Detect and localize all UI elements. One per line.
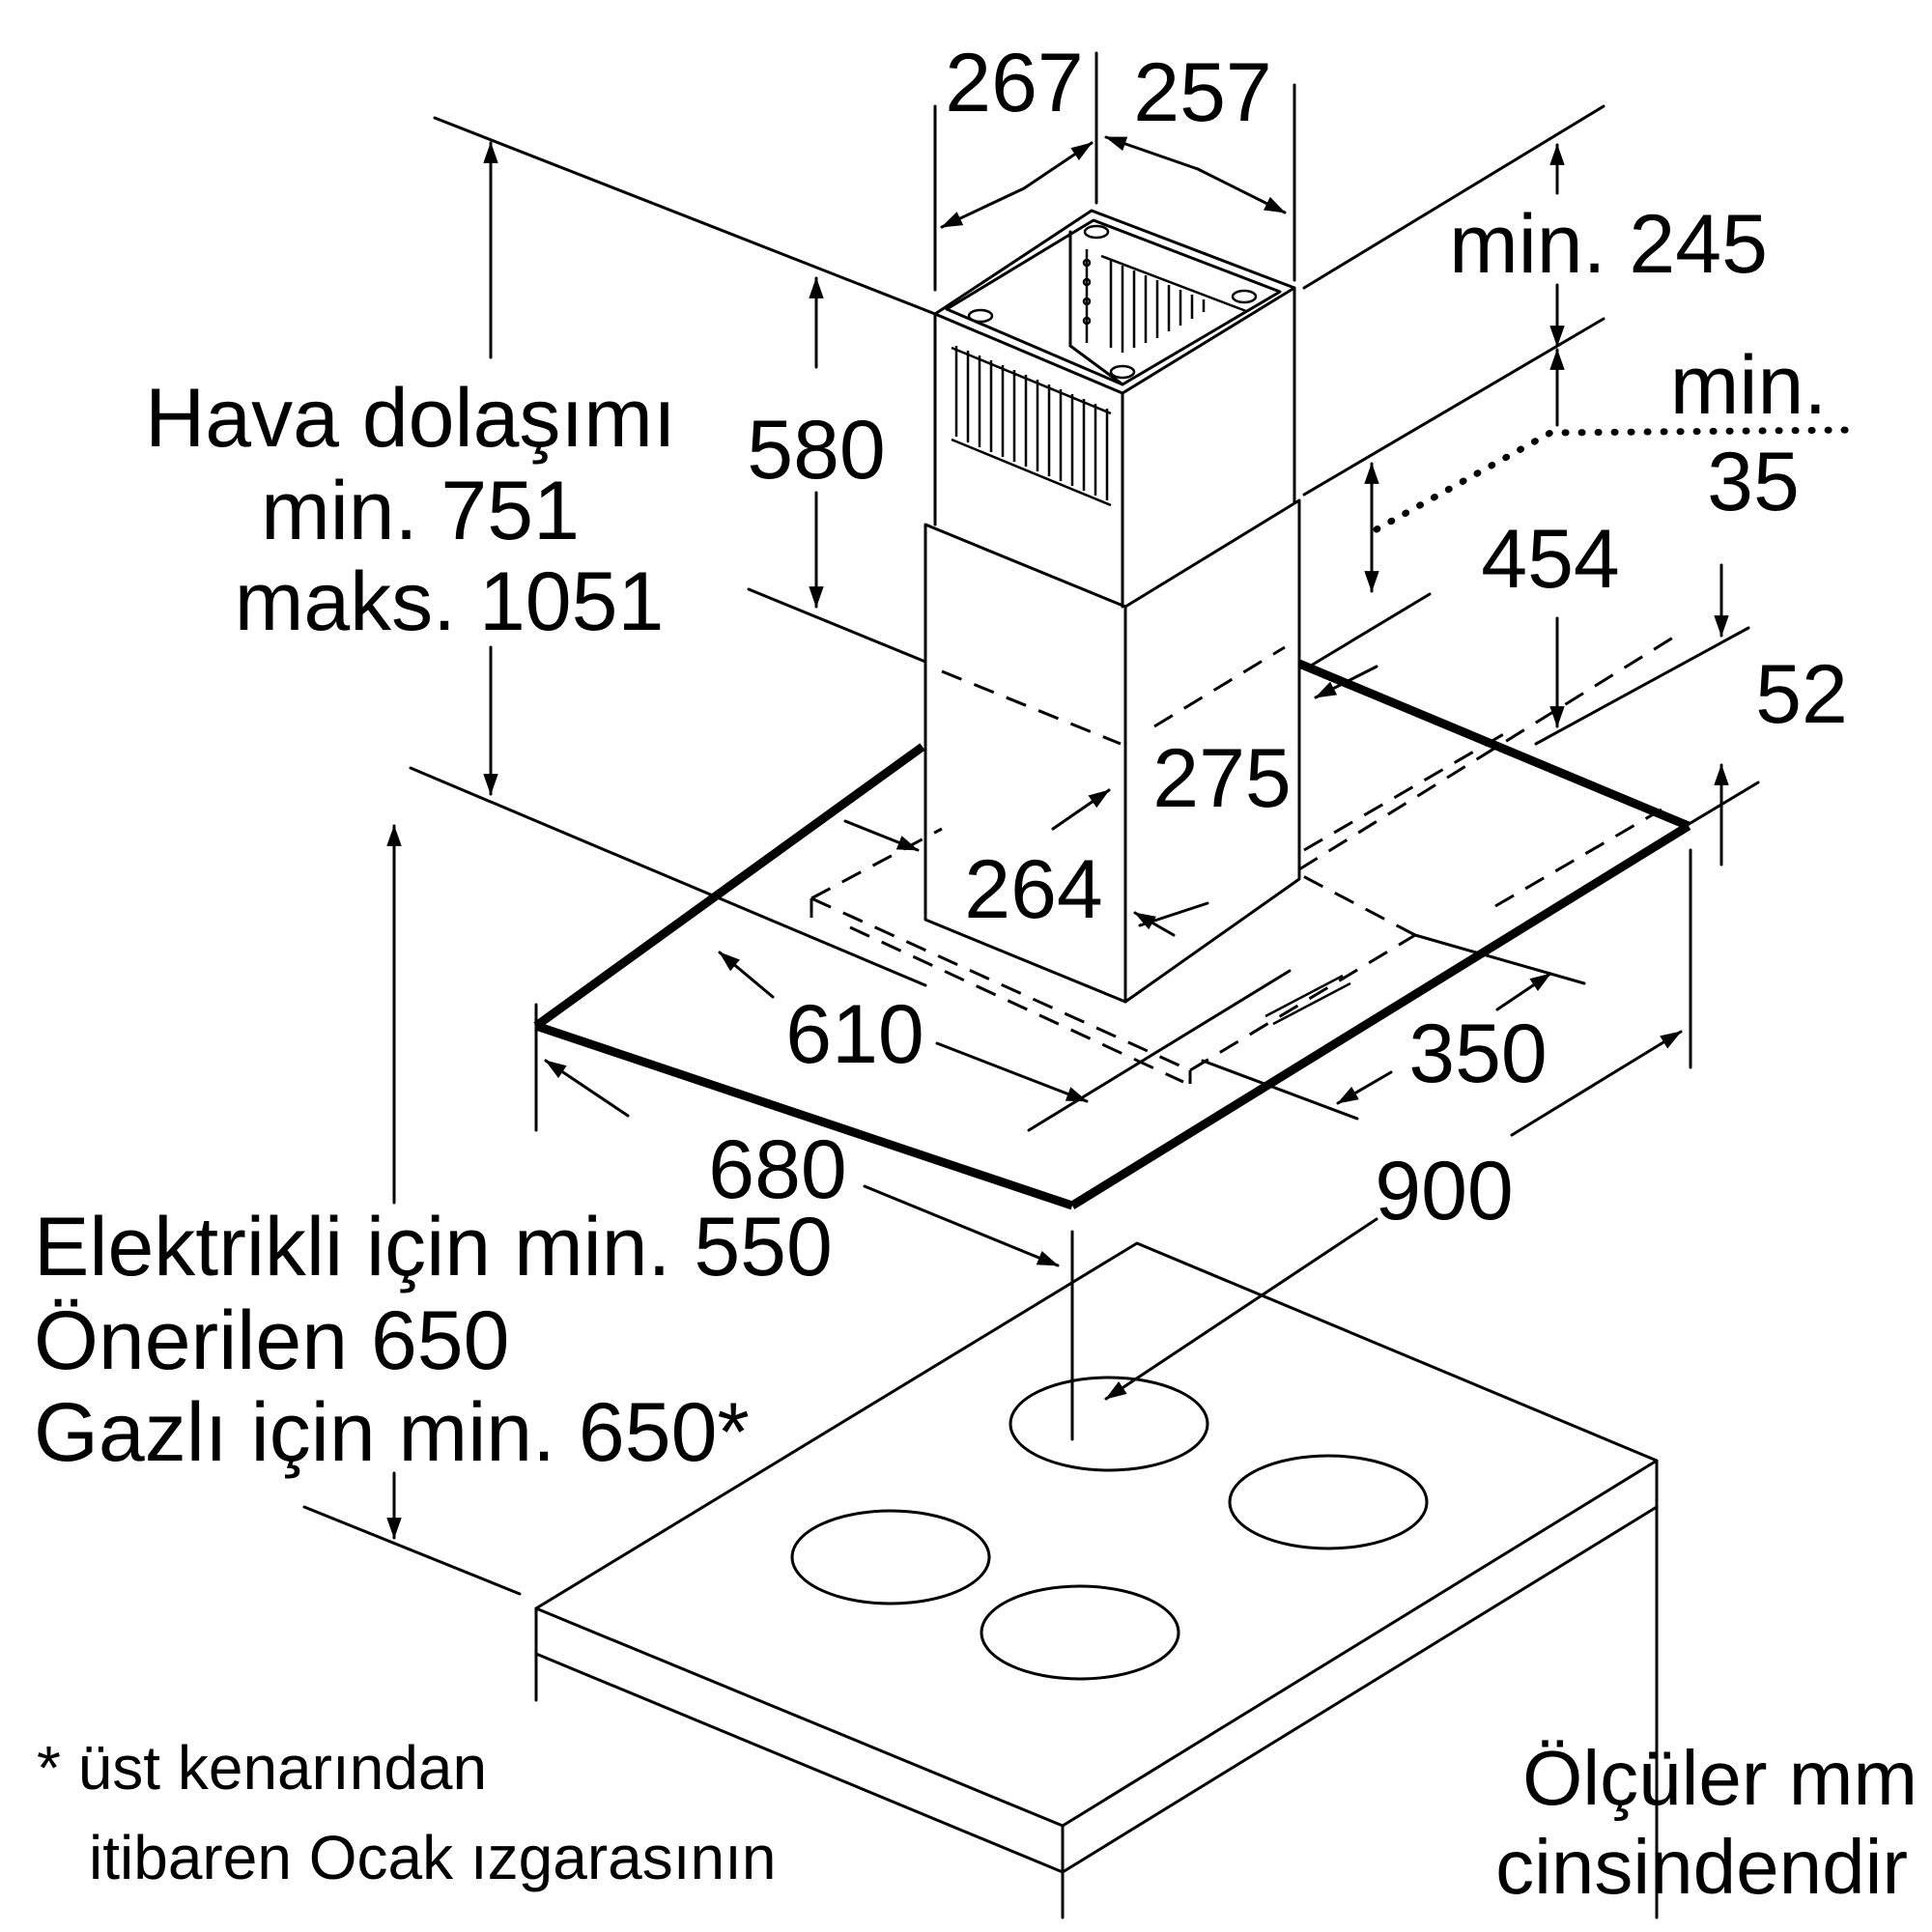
dim-chimney-height: 454 bbox=[1481, 513, 1620, 606]
dim-side-gap-value: 35 bbox=[1707, 436, 1800, 528]
clearance-line2: Önerilen 650 bbox=[34, 1294, 509, 1387]
recirculation-line1: Hava dolaşımı bbox=[145, 372, 676, 465]
recirculation-label: Hava dolaşımı min. 751 maks. 1051 bbox=[145, 372, 676, 648]
burner-front bbox=[980, 1584, 1180, 1681]
dim-duct-height: 580 bbox=[747, 404, 886, 497]
burner-back bbox=[1009, 1376, 1209, 1472]
units-line2: cinsindendir bbox=[1495, 1824, 1908, 1910]
dim-inner-610: 610 bbox=[785, 988, 924, 1081]
dim-inner-350: 350 bbox=[1408, 1008, 1548, 1100]
upper-duct bbox=[933, 209, 1296, 609]
recirculation-line2: min. 751 bbox=[261, 465, 580, 557]
clearance-line3: Gazlı için min. 650* bbox=[34, 1386, 750, 1479]
dim-duct-depth: 267 bbox=[945, 37, 1084, 129]
burner-right bbox=[1228, 1454, 1429, 1550]
units-line1: Ölçüler mm bbox=[1522, 1735, 1918, 1821]
dim-width-264: 264 bbox=[964, 843, 1103, 936]
dim-side-gap-label: min. bbox=[1670, 339, 1827, 432]
cooktop bbox=[534, 1241, 1659, 1919]
duct-vent-front bbox=[951, 346, 1112, 507]
dim-hood-depth: 680 bbox=[708, 1123, 847, 1216]
dim-depth-275: 275 bbox=[1152, 732, 1292, 825]
dim-duct-width: 257 bbox=[1133, 46, 1272, 139]
extension-lines bbox=[302, 51, 1760, 1596]
hood-canopy bbox=[533, 631, 1691, 1210]
burner-left bbox=[790, 1509, 991, 1605]
control-panel-icon bbox=[1264, 974, 1351, 1026]
dim-top-clearance: min. 245 bbox=[1449, 198, 1768, 291]
dim-hood-width: 900 bbox=[1375, 1145, 1514, 1237]
clearance-line1: Elektrikli için min. 550 bbox=[34, 1201, 833, 1293]
units-note: Ölçüler mm cinsindendir bbox=[1495, 1735, 1918, 1910]
recirculation-line3: maks. 1051 bbox=[235, 555, 665, 648]
duct-vent-back bbox=[1100, 254, 1247, 353]
footnote-line1: * üst kenarından bbox=[37, 1733, 487, 1803]
clearance-label: Elektrikli için min. 550 Önerilen 650 Ga… bbox=[34, 1201, 833, 1479]
dimension-arrows bbox=[386, 135, 1729, 1540]
footnote: * üst kenarından itibaren Ocak ızgarasın… bbox=[37, 1733, 776, 1892]
lower-chimney bbox=[923, 498, 1301, 1004]
dim-canopy-height: 52 bbox=[1755, 648, 1848, 741]
footnote-line2: itibaren Ocak ızgarasının bbox=[89, 1823, 776, 1892]
min-gap-dotted-line bbox=[1373, 426, 1863, 533]
